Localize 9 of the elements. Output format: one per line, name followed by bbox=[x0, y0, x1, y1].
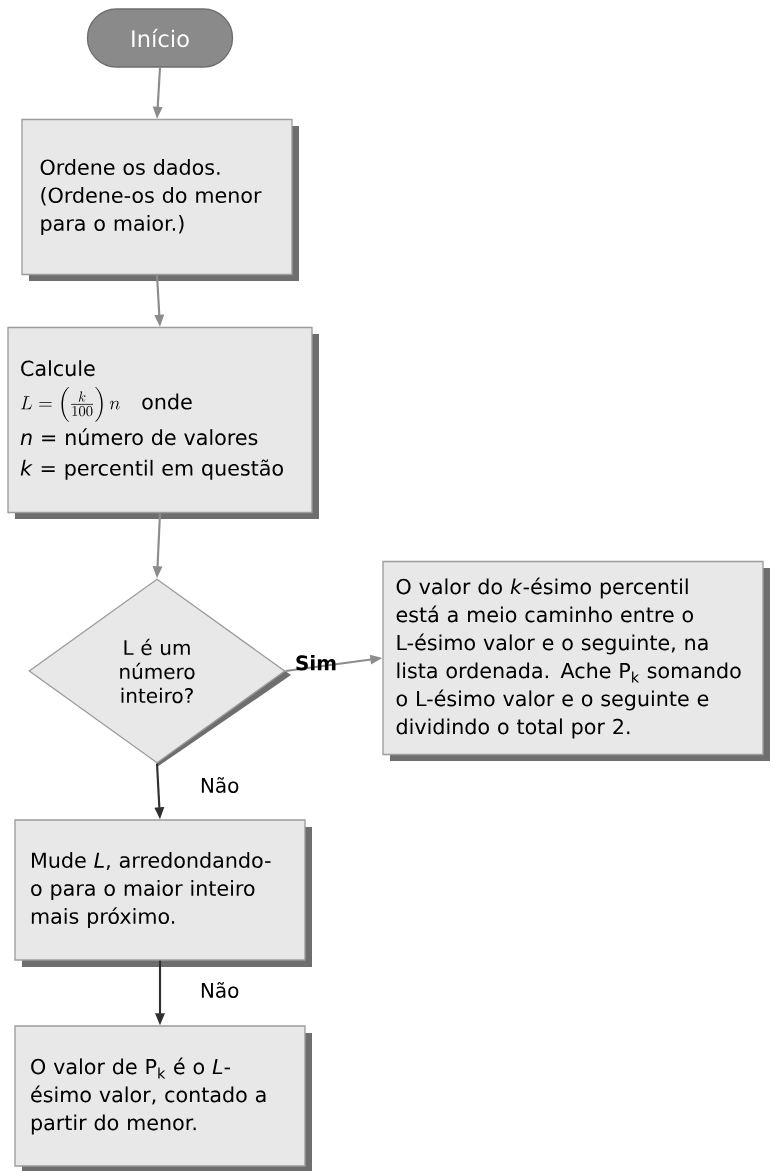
start-terminal: Início bbox=[86, 8, 234, 68]
process-box: O valor do k-ésimo percentil está a meio caminho entre o L-ésimo valor e o seguinte, na lista ordenada. Ache P$_{k}$ somando o L-ésimo valor e o seguinte e dividindo o total por 2. bbox=[382, 560, 770, 761]
edge-label: Sim bbox=[296, 654, 336, 671]
process-box: O valor de P$_{k}$ é o L-ésimo valor, contado a partir do menor. bbox=[14, 1025, 312, 1171]
process-box: Ordene os dados. (Ordene-os do menor para o maior.) bbox=[21, 118, 299, 281]
edge-label: Não bbox=[201, 777, 239, 793]
process-box: Mude L, arredondando-o para o maior inteiro mais próximo. bbox=[14, 819, 312, 967]
process-box: Calcule $L = \left(\frac{k}{100}\right)n$ onde n = número de valores k = percentil em questão bbox=[7, 326, 319, 519]
edge-label: Não bbox=[201, 982, 239, 998]
